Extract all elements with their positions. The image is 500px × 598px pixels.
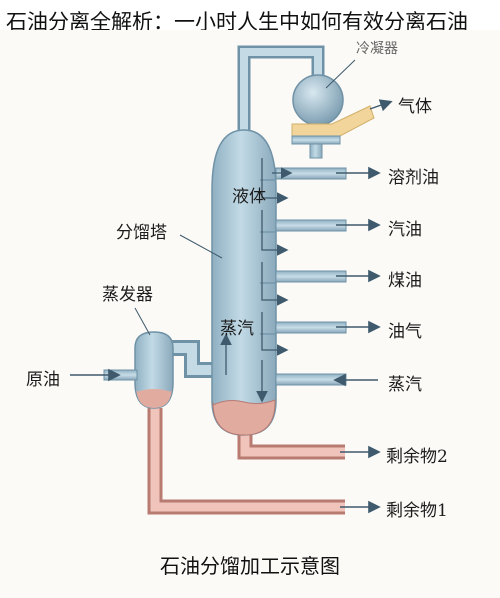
label-kerosene: 煤油 [388, 271, 422, 291]
label-column: 分馏塔 [116, 223, 167, 243]
label-diesel: 油气 [388, 322, 422, 342]
label-residue1: 剩余物1 [386, 501, 448, 521]
label-crude: 原油 [26, 370, 60, 390]
side-draw-pipes [275, 167, 347, 386]
distillation-diagram: 冷凝器 气体 液体 溶剂油 汽油 分馏塔 煤油 蒸发器 油气 蒸汽 原油 蒸汽 … [0, 30, 500, 598]
label-liquid: 液体 [232, 187, 266, 207]
label-gas: 气体 [398, 97, 432, 117]
label-evaporator: 蒸发器 [102, 285, 153, 305]
label-vapor-inside: 蒸汽 [220, 319, 254, 339]
label-condenser: 冷凝器 [356, 41, 398, 57]
label-gasoline: 汽油 [388, 220, 422, 240]
label-steam-inlet: 蒸汽 [388, 375, 422, 395]
diagram-caption: 石油分馏加工示意图 [160, 554, 340, 578]
condenser-icon [292, 74, 344, 126]
label-solvent-oil: 溶剂油 [388, 168, 439, 188]
label-residue2: 剩余物2 [386, 447, 448, 467]
diagram-drawing [70, 45, 393, 515]
